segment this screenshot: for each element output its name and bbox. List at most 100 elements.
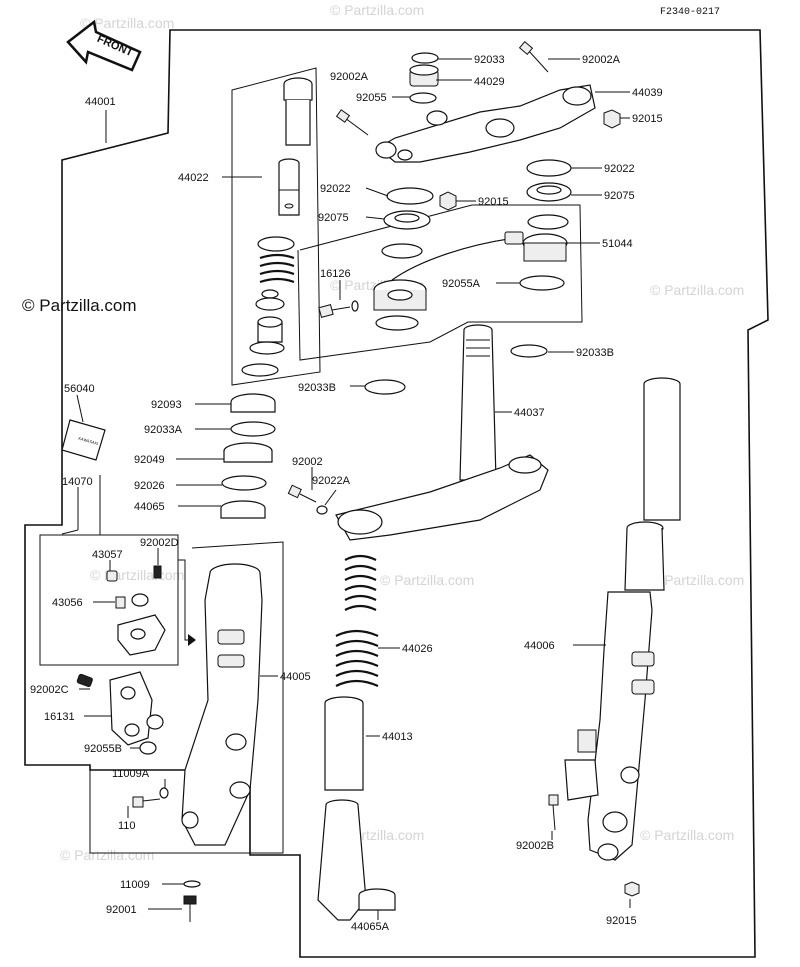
label-92033: 92033 — [474, 54, 505, 66]
caliper-bracket — [106, 565, 166, 656]
stem-bearing-box — [297, 204, 583, 361]
washer-92022-left — [386, 187, 434, 205]
label-92015: 92015 — [478, 196, 509, 208]
oring-92033B-right — [510, 344, 548, 358]
sticker-56040: KAWASAKI — [61, 419, 106, 461]
label-92049: 92049 — [134, 454, 165, 466]
label-44065: 44065 — [134, 501, 165, 513]
oring-92033B-left — [364, 379, 406, 395]
oring-92055A — [519, 275, 565, 291]
label-92002A: 92002A — [582, 54, 621, 66]
damper-rod-44022 — [241, 77, 313, 377]
label-92026: 92026 — [134, 480, 165, 492]
washer-92022-right — [526, 159, 572, 177]
bolt-92002D — [153, 565, 162, 579]
watermark: © Partzilla.com — [650, 282, 744, 298]
oring-92055 — [409, 92, 437, 104]
label-92022: 92022 — [320, 183, 351, 195]
label-92075: 92075 — [318, 212, 349, 224]
bolt-110 — [132, 796, 161, 808]
label-92033B: 92033B — [298, 382, 336, 394]
label-92001: 92001 — [106, 904, 137, 916]
bolt-92002A-left — [335, 109, 369, 136]
bolt-92002C — [76, 673, 93, 688]
label-44037: 44037 — [514, 407, 545, 419]
part-43056 — [115, 596, 126, 609]
label-14070: 14070 — [62, 476, 93, 488]
label-92015: 92015 — [632, 113, 663, 125]
label-44001: 44001 — [85, 96, 116, 108]
label-43056: 43056 — [52, 597, 83, 609]
watermark: © Partzilla.com — [60, 847, 154, 863]
label-44005: 44005 — [280, 671, 311, 683]
label-92033A: 92033A — [144, 424, 183, 436]
label-16131: 16131 — [44, 711, 75, 723]
steering-stem-44037 — [335, 324, 549, 541]
washer-92026 — [221, 475, 267, 491]
watermark: © Partzilla.com — [90, 567, 184, 583]
label-56040: 56040 — [64, 383, 95, 395]
washer-11009 — [183, 880, 201, 888]
watermark: © Partzilla.com — [640, 827, 734, 843]
label-92002B: 92002B — [516, 840, 554, 852]
label-92002A: 92002A — [330, 71, 369, 83]
label-44039: 44039 — [632, 87, 663, 99]
label-92022A: 92022A — [312, 475, 351, 487]
label-44006: 44006 — [524, 640, 555, 652]
watermark: © Partzilla.com — [80, 15, 174, 31]
oring-92033A — [230, 421, 276, 437]
bolt-16126 — [318, 300, 359, 318]
fork-assembly-44006 — [564, 377, 681, 861]
label-92002: 92002 — [292, 456, 323, 468]
fork-spring-44026 — [335, 554, 379, 688]
sticker-text: KAWASAKI — [78, 436, 99, 446]
brake-hose-51044 — [373, 231, 568, 311]
watermark: © Partzilla.com — [380, 572, 474, 588]
label-44013: 44013 — [382, 731, 413, 743]
washer-11009A — [159, 787, 169, 799]
bracket-16131 — [109, 671, 164, 755]
nut-92015-bottom — [624, 881, 640, 897]
label-92055B: 92055B — [84, 743, 122, 755]
nut-92015-mid — [439, 191, 457, 211]
damper-box — [231, 67, 321, 386]
caliper-detail-box — [39, 534, 179, 666]
watermark: © Partzilla.com — [330, 2, 424, 18]
bolt-92002B — [548, 794, 559, 831]
part-43057 — [106, 570, 118, 582]
oring-92033 — [411, 52, 439, 64]
label-16126: 16126 — [320, 268, 351, 280]
upper-bracket-44039 — [375, 84, 596, 163]
label-92002C: 92002C — [30, 684, 69, 696]
label-92015: 92015 — [606, 915, 637, 927]
nut-92015-top — [603, 109, 621, 129]
label-92055A: 92055A — [442, 278, 481, 290]
label-11009A: 11009A — [112, 768, 150, 780]
label-11009: 11009 — [120, 879, 150, 891]
label-43057: 43057 — [92, 549, 123, 561]
watermark: © Partzilla.com — [650, 572, 744, 588]
label-44065A: 44065A — [351, 921, 390, 933]
diagram-code: F2340-0217 — [660, 7, 720, 18]
label-92055: 92055 — [356, 92, 387, 104]
label-44022: 44022 — [178, 172, 209, 184]
watermark-main: © Partzilla.com — [22, 296, 137, 315]
bolt-92002 — [287, 484, 317, 503]
inner-tube-44013 — [317, 696, 396, 921]
part-labels: 92033 92002A 92002A 44029 92055 44039 92… — [30, 54, 663, 933]
label-92022: 92022 — [604, 163, 635, 175]
fork-leg-box — [89, 541, 284, 854]
label-44029: 44029 — [474, 76, 505, 88]
bolt-92001 — [183, 895, 197, 922]
outer-tube-44005 — [181, 563, 263, 846]
label-92075: 92075 — [604, 190, 635, 202]
washer-92022A — [316, 505, 328, 515]
label-92002D: 92002D — [140, 537, 179, 549]
label-92093: 92093 — [151, 399, 182, 411]
label-92033B: 92033B — [576, 347, 614, 359]
leader-lines — [61, 58, 631, 920]
bearing-stack — [220, 393, 276, 519]
bolt-92002A-top — [518, 41, 549, 73]
label-51044: 51044 — [602, 238, 633, 250]
